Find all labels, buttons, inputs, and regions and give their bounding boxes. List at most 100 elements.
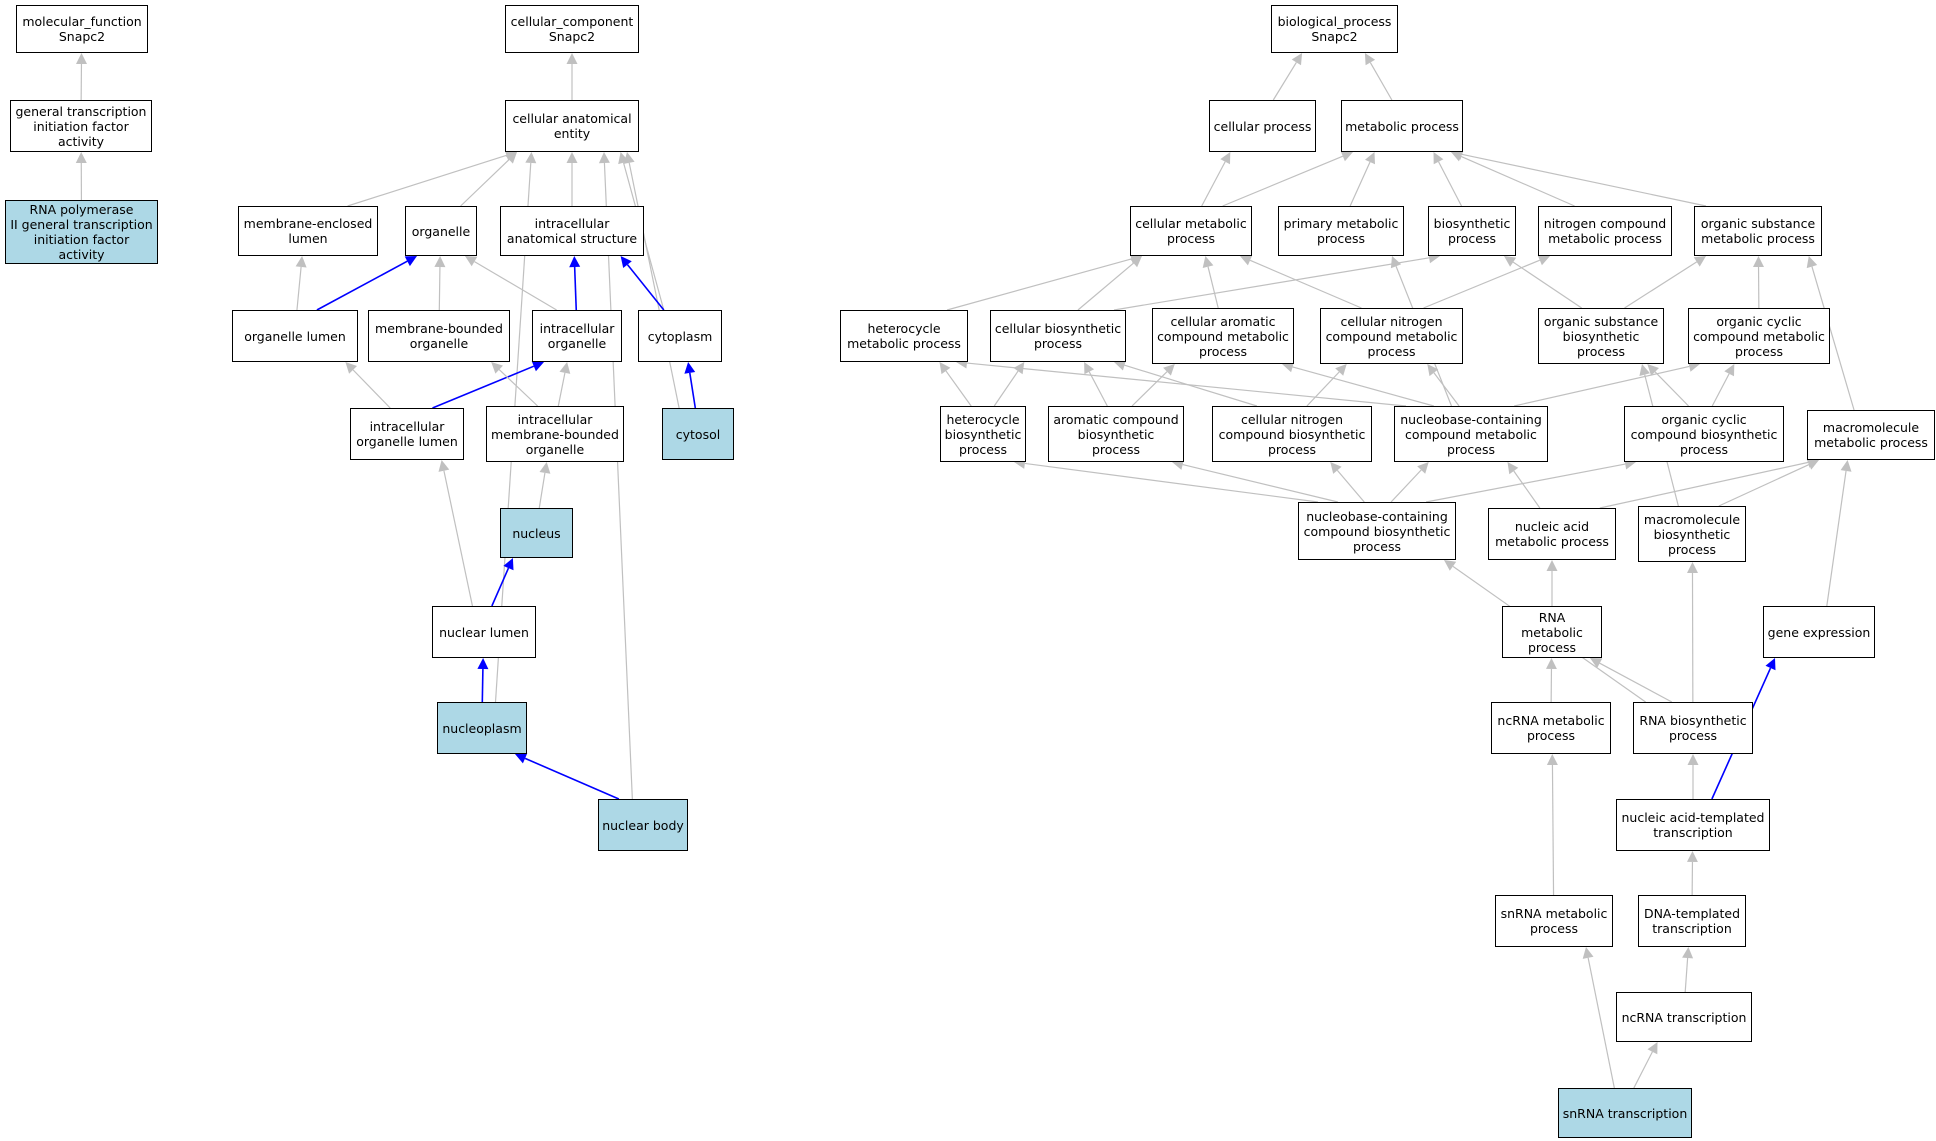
node-nuclear-body[interactable]: nuclear body <box>598 799 688 851</box>
node-primary-metabolic-process[interactable]: primary metabolic process <box>1278 206 1404 256</box>
arrowhead-pmp-to-met_proc <box>1365 152 1375 165</box>
edge-nuc_lumen-to-nucleus <box>491 567 510 607</box>
arrowhead-nuc_lumen-to-iol <box>438 460 450 472</box>
node-organelle[interactable]: organelle <box>405 206 477 256</box>
arrowhead-nccmp-to-pmp <box>1390 256 1402 269</box>
arrowhead-org_lumen-to-mel <box>295 256 307 268</box>
edge-cbp-to-bio_proc <box>1113 257 1430 311</box>
node-snrna-metabolic-process[interactable]: snRNA metabolic process <box>1495 895 1613 947</box>
edge-snrnat-to-snrnamp <box>1587 957 1615 1089</box>
node-cellular-biosynthetic-process[interactable]: cellular biosynthetic process <box>990 310 1126 362</box>
edge-ncrnat-to-dtt <box>1684 957 1689 993</box>
node-membrane-enclosed-lumen[interactable]: membrane-enclosed lumen <box>238 206 378 256</box>
node-dna-templated-transcription[interactable]: DNA-templated transcription <box>1638 895 1746 947</box>
node-cellular-nitrogen-compound-biosynthetic-process[interactable]: cellular nitrogen compound biosynthetic … <box>1212 406 1372 462</box>
node-organic-substance-metabolic-process[interactable]: organic substance metabolic process <box>1694 206 1822 256</box>
node-cellular-process[interactable]: cellular process <box>1209 100 1316 152</box>
edge-nccmp-to-hmp <box>966 362 1407 407</box>
edge-imbo-to-mbo <box>498 369 539 407</box>
node-macromolecule-metabolic-process[interactable]: macromolecule metabolic process <box>1807 410 1935 460</box>
node-nucleic-acid-metabolic-process[interactable]: nucleic acid metabolic process <box>1488 508 1616 560</box>
node-organic-cyclic-compound-biosynthetic-process[interactable]: organic cyclic compound biosynthetic pro… <box>1624 406 1784 462</box>
edge-osbp-to-osmp <box>1624 261 1698 309</box>
edge-org_lumen-to-organelle <box>316 260 408 311</box>
node-organelle-lumen[interactable]: organelle lumen <box>232 310 358 362</box>
node-ncrna-metabolic-process[interactable]: ncRNA metabolic process <box>1491 702 1611 754</box>
node-rna-biosynthetic-process[interactable]: RNA biosynthetic process <box>1633 702 1753 754</box>
node-nucleus[interactable]: nucleus <box>500 508 573 558</box>
arrowhead-dtt-to-natt <box>1687 851 1698 862</box>
arrowhead-snrnat-to-snrnamp <box>1582 947 1594 959</box>
node-cellular-aromatic-compound-metabolic-process[interactable]: cellular aromatic compound metabolic pro… <box>1152 308 1294 364</box>
edge-organelle-to-cae <box>460 159 510 207</box>
node-ncrna-transcription[interactable]: ncRNA transcription <box>1616 992 1752 1042</box>
arrowhead-acbp-to-cacmp <box>1163 364 1175 376</box>
arrowhead-acbp-to-cbp <box>1084 362 1095 375</box>
arrowhead-natt-to-rnabp <box>1687 754 1699 765</box>
arrowhead-nccbp-to-nccmp <box>1417 462 1429 474</box>
node-nucleic-acid-templated-transcription[interactable]: nucleic acid-templated transcription <box>1616 799 1770 851</box>
node-biosynthetic-process[interactable]: biosynthetic process <box>1428 206 1516 256</box>
node-intracellular-anatomical-structure[interactable]: intracellular anatomical structure <box>500 206 644 256</box>
node-rna-metabolic-process[interactable]: RNA metabolic process <box>1502 606 1602 658</box>
node-cellular-component-root[interactable]: cellular_component Snapc2 <box>505 5 639 53</box>
edge-mbo-to-organelle <box>438 266 441 311</box>
edge-nucleoplasm-to-nuc_lumen <box>481 668 484 703</box>
edge-nccmp-to-occmp <box>1514 365 1690 407</box>
arrowhead-ncrnat-to-dtt <box>1682 947 1694 959</box>
edge-snrnamp-to-ncrnamp <box>1551 764 1555 896</box>
edge-pmp-to-met_proc <box>1349 161 1371 207</box>
node-intracellular-organelle-lumen[interactable]: intracellular organelle lumen <box>350 408 464 460</box>
arrowhead-cbp-to-cmp <box>1130 256 1142 268</box>
node-organic-cyclic-compound-metabolic-process[interactable]: organic cyclic compound metabolic proces… <box>1688 308 1830 364</box>
node-cellular-anatomical-entity[interactable]: cellular anatomical entity <box>505 100 639 152</box>
node-membrane-bounded-organelle[interactable]: membrane-bounded organelle <box>368 310 510 362</box>
node-rna-polymerase-ii-gtif-activity[interactable]: RNA polymerase II general transcription … <box>5 200 158 264</box>
node-nucleobase-containing-compound-biosynthetic-process[interactable]: nucleobase-containing compound biosynthe… <box>1298 502 1456 560</box>
node-nucleobase-containing-compound-metabolic-process[interactable]: nucleobase-containing compound metabolic… <box>1394 406 1548 462</box>
node-metabolic-process[interactable]: metabolic process <box>1341 100 1463 152</box>
arrowhead-nccmp-to-cncmp <box>1427 364 1439 377</box>
node-heterocycle-biosynthetic-process[interactable]: heterocycle biosynthetic process <box>940 406 1026 462</box>
arrowhead-gene_exp-to-mmp <box>1840 460 1852 472</box>
node-cytoplasm[interactable]: cytoplasm <box>638 310 722 362</box>
arrowhead-cncbp-to-cncmp <box>1335 364 1347 376</box>
node-cytosol[interactable]: cytosol <box>662 408 734 460</box>
edge-nccmp-to-cncmp <box>1433 372 1460 407</box>
node-general-transcription-initiation-factor-activity[interactable]: general transcription initiation factor … <box>10 100 152 152</box>
edge-cytosol-to-cae <box>628 162 680 409</box>
arrowhead-int_org-to-organelle <box>465 256 478 267</box>
edge-nucleus-to-imbo <box>538 472 546 509</box>
edge-imbo-to-int_org <box>557 372 566 407</box>
node-cellular-metabolic-process[interactable]: cellular metabolic process <box>1130 206 1252 256</box>
node-nuclear-lumen[interactable]: nuclear lumen <box>432 606 536 658</box>
node-heterocycle-metabolic-process[interactable]: heterocycle metabolic process <box>840 310 968 362</box>
arrowhead-mmp-to-osmp <box>1806 256 1818 269</box>
edge-cytoplasm-to-ias <box>626 264 665 311</box>
arrowhead-occbp-to-occmp <box>1724 364 1735 377</box>
node-biological-process-root[interactable]: biological_process Snapc2 <box>1271 5 1398 53</box>
node-nucleoplasm[interactable]: nucleoplasm <box>437 702 527 754</box>
arrowhead-bio_proc-to-met_proc <box>1433 152 1444 165</box>
edge-bio_proc-to-met_proc <box>1438 161 1463 207</box>
node-molecular-function-root[interactable]: molecular_function Snapc2 <box>16 5 148 53</box>
edge-hmp-to-cmp <box>946 258 1132 311</box>
arrowhead-cytoplasm-to-ias <box>620 256 632 268</box>
node-macromolecule-biosynthetic-process[interactable]: macromolecule biosynthetic process <box>1638 506 1746 562</box>
edge-acbp-to-cbp <box>1088 371 1108 407</box>
node-nitrogen-compound-metabolic-process[interactable]: nitrogen compound metabolic process <box>1538 206 1672 256</box>
node-snrna-transcription[interactable]: snRNA transcription <box>1558 1088 1692 1138</box>
node-intracellular-membrane-bounded-organelle[interactable]: intracellular membrane-bounded organelle <box>486 406 624 462</box>
edge-nuc_body-to-nucleoplasm <box>524 757 620 800</box>
arrowhead-cell_proc-to-bp_root <box>1291 53 1303 66</box>
edge-iol-to-org_lumen <box>352 369 391 409</box>
node-aromatic-compound-biosynthetic-process[interactable]: aromatic compound biosynthetic process <box>1048 406 1184 462</box>
arrowhead-namp-to-nccmp <box>1507 462 1519 475</box>
edge-mel-to-cae <box>347 154 507 207</box>
node-cellular-nitrogen-compound-metabolic-process[interactable]: cellular nitrogen compound metabolic pro… <box>1320 308 1463 364</box>
node-gene-expression[interactable]: gene expression <box>1763 606 1875 658</box>
edge-cacmp-to-cmp <box>1207 266 1219 309</box>
node-intracellular-organelle[interactable]: intracellular organelle <box>532 310 622 362</box>
node-organic-substance-biosynthetic-process[interactable]: organic substance biosynthetic process <box>1538 308 1664 364</box>
